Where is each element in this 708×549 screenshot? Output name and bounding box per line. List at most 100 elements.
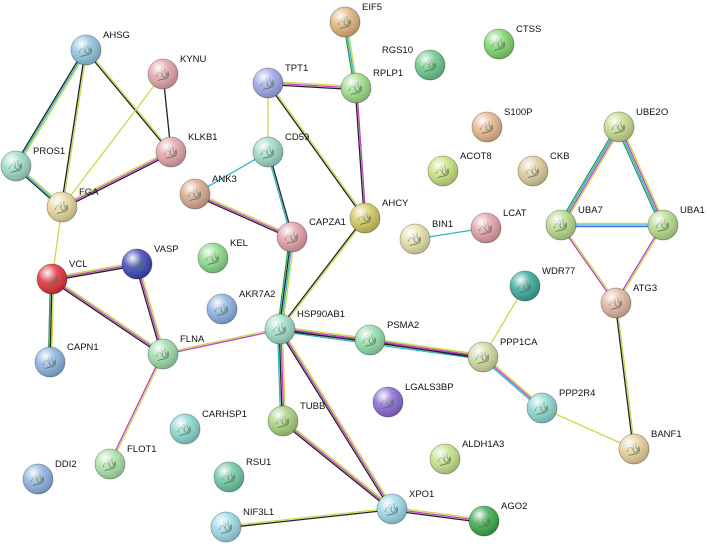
edge-strand-textmining (268, 82, 367, 218)
node-label: BANF1 (651, 429, 682, 440)
edge-strand-coexpression (84, 50, 171, 153)
node-highlight (377, 494, 407, 524)
node-kel[interactable]: KEL (197, 238, 248, 274)
node-rplp1[interactable]: RPLP1 (340, 68, 403, 104)
edge-strand-experiments (559, 225, 616, 304)
edge-uba1-atg3 (614, 224, 665, 304)
edge-kynu-fga (61, 73, 164, 208)
edge-strand-textmining (61, 73, 164, 208)
node-highlight (122, 249, 152, 279)
edge-flna-flot1 (108, 353, 165, 465)
node-ago2[interactable]: AGO2 (468, 501, 527, 537)
node-flot1[interactable]: FLOT1 (94, 444, 157, 480)
edge-strand-experiments (163, 329, 281, 356)
edge-strand-coexpression (50, 279, 163, 356)
node-highlight (484, 29, 514, 59)
edge-uba7-atg3 (559, 224, 618, 304)
node-label: CAPZA1 (309, 217, 346, 228)
node-cd59[interactable]: CD59 (252, 132, 309, 168)
edge-strand-cooccurrence (558, 125, 618, 225)
edge-strand-coexpression (226, 509, 393, 529)
edge-tubb-xpo1 (281, 419, 394, 511)
node-banf1[interactable]: BANF1 (618, 429, 682, 465)
node-hsp90ab1[interactable]: HSP90AB1 (264, 309, 345, 345)
node-aldh1a3[interactable]: ALDH1A3 (429, 439, 504, 475)
edge-strand-textmining (60, 149, 171, 207)
node-highlight (277, 222, 307, 252)
node-highlight (156, 137, 186, 167)
edge-strand-textmining (195, 191, 293, 237)
node-capza1[interactable]: CAPZA1 (276, 217, 346, 253)
node-highlight (471, 213, 501, 243)
node-label: AHCY (382, 198, 409, 209)
node-lcat[interactable]: LCAT (470, 208, 527, 244)
node-tubb[interactable]: TUBB (267, 401, 325, 437)
node-vcl[interactable]: VCL (36, 259, 87, 295)
node-s100p[interactable]: S100P (471, 107, 533, 143)
node-lgals3bp[interactable]: LGALS3BP (372, 382, 454, 418)
node-ahcy[interactable]: AHCY (349, 198, 409, 234)
edge-strand-coexpression (354, 88, 365, 219)
node-rsu1[interactable]: RSU1 (213, 457, 271, 493)
node-label: PSMA2 (387, 320, 419, 331)
node-ube2o[interactable]: UBE2O (603, 107, 668, 143)
node-ank3[interactable]: ANK3 (179, 174, 237, 210)
node-tpt1[interactable]: TPT1 (252, 63, 308, 99)
edge-strand-experiments (136, 263, 164, 355)
node-bin1[interactable]: BIN1 (399, 219, 453, 255)
node-ckb[interactable]: CKB (517, 151, 570, 187)
node-fga[interactable]: FGA (46, 187, 99, 223)
node-label: RGS10 (382, 45, 413, 56)
edge-strand-cooccurrence (616, 127, 662, 227)
edge-strand-textmining (137, 263, 166, 354)
node-vasp[interactable]: VASP (121, 244, 179, 280)
node-uba1[interactable]: UBA1 (647, 205, 705, 241)
node-ahsg[interactable]: AHSG (70, 30, 130, 66)
edge-strand-coexpression (281, 421, 392, 511)
node-label: RSU1 (246, 457, 271, 468)
node-highlight (330, 7, 360, 37)
node-eif5[interactable]: EIF5 (329, 2, 382, 38)
edge-strand-experiments (108, 353, 163, 464)
node-highlight (373, 387, 403, 417)
node-ppp2r4[interactable]: PPP2R4 (526, 388, 595, 424)
node-wdr77[interactable]: WDR77 (509, 266, 575, 302)
node-xpo1[interactable]: XPO1 (376, 489, 434, 525)
edge-capza1-hsp90ab1 (276, 236, 296, 330)
node-uba7[interactable]: UBA7 (545, 205, 603, 241)
edge-flna-hsp90ab1 (162, 327, 281, 356)
edge-strand-coexpression (266, 83, 365, 219)
node-highlight (253, 68, 283, 98)
node-pros1[interactable]: PROS1 (0, 146, 65, 182)
node-nif3l1[interactable]: NIF3L1 (210, 507, 274, 543)
node-label: ACOT8 (460, 151, 492, 162)
node-highlight (350, 203, 380, 233)
node-klkb1[interactable]: KLKB1 (155, 132, 218, 168)
edge-strand-textmining (370, 337, 484, 357)
node-akr7a2[interactable]: AKR7A2 (206, 289, 275, 325)
node-acot8[interactable]: ACOT8 (427, 151, 492, 187)
node-label: TUBB (300, 401, 325, 412)
node-atg3[interactable]: ATG3 (600, 283, 657, 319)
node-label: HSP90AB1 (297, 309, 345, 320)
edge-strand-coexpression (134, 264, 163, 355)
node-highlight (604, 112, 634, 142)
node-highlight (472, 112, 502, 142)
node-ppp1ca[interactable]: PPP1CA (467, 337, 538, 373)
node-highlight (430, 444, 460, 474)
node-kynu[interactable]: KYNU (147, 54, 207, 90)
node-carhsp1[interactable]: CARHSP1 (169, 409, 247, 445)
edge-strand-coexpression (60, 49, 86, 207)
node-psma2[interactable]: PSMA2 (354, 320, 419, 356)
node-rgs10[interactable]: RGS10 (382, 45, 446, 81)
edge-strand-experiments (561, 127, 621, 226)
node-capn1[interactable]: CAPN1 (34, 342, 99, 378)
node-highlight (198, 243, 228, 273)
node-ddi2[interactable]: DDI2 (22, 459, 77, 495)
node-flna[interactable]: FLNA (147, 334, 205, 370)
node-label: PPP1CA (500, 337, 538, 348)
node-ctss[interactable]: CTSS (483, 24, 541, 60)
edge-ahcy-hsp90ab1 (278, 217, 367, 330)
node-label: AKR7A2 (239, 289, 275, 300)
node-label: S100P (504, 107, 533, 118)
